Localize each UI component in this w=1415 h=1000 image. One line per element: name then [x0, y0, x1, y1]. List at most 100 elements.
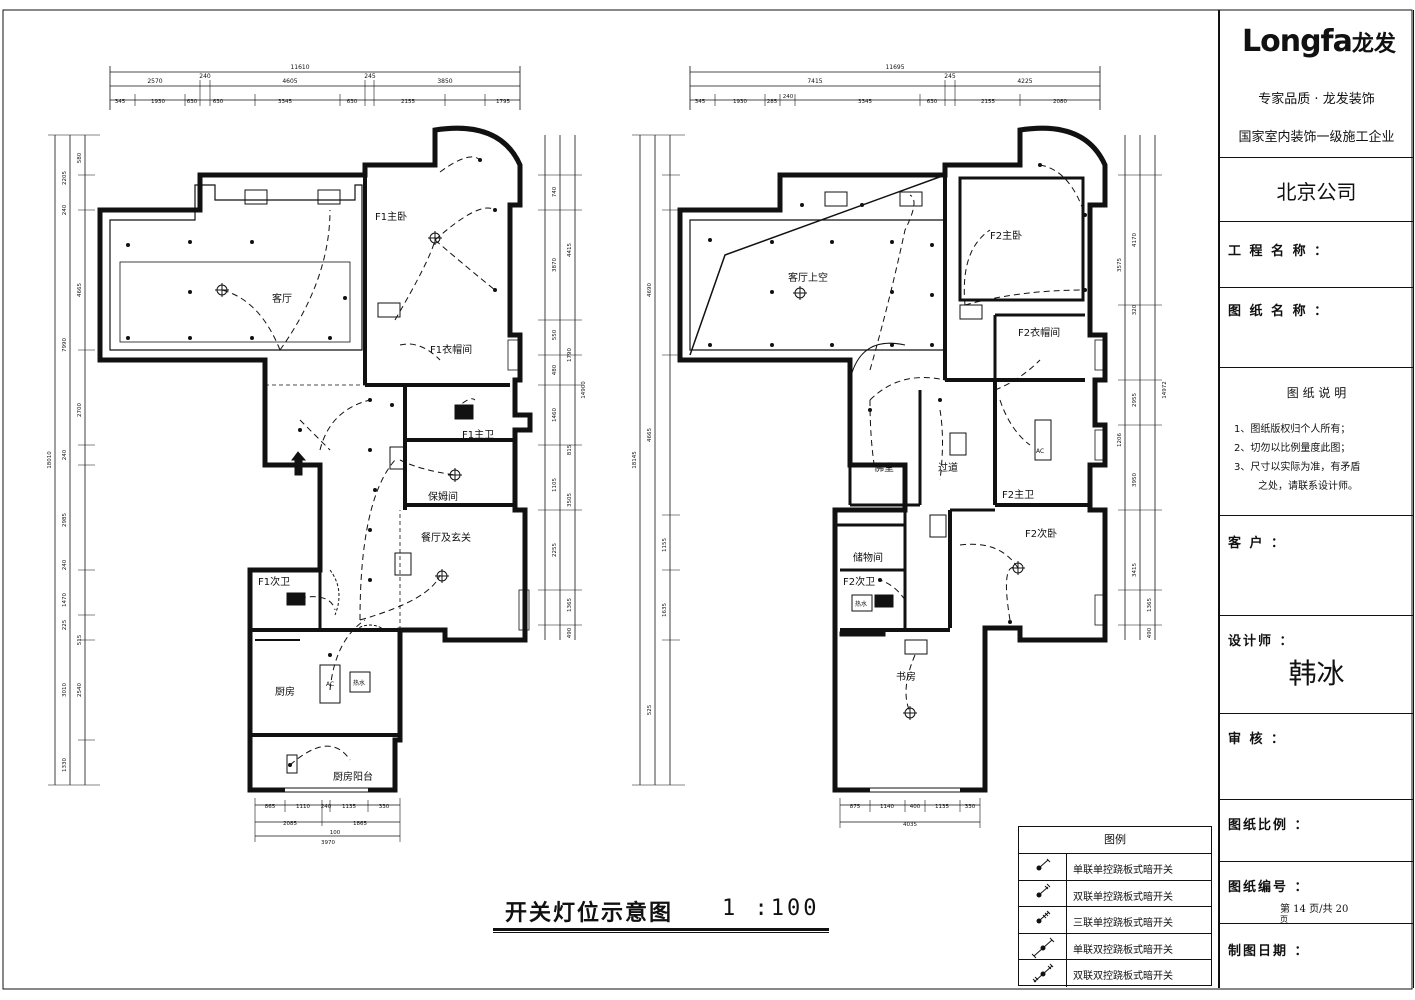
room-f1-master-bath: F1主卫: [462, 429, 494, 441]
svg-text:1930: 1930: [733, 99, 747, 105]
svg-text:285: 285: [767, 99, 778, 105]
legend: 图例 单联单控跷板式暗开关 双联单控跷板式暗开关 三联单控跷板式暗开关: [1018, 826, 1212, 987]
svg-text:240: 240: [783, 94, 794, 100]
svg-text:3345: 3345: [858, 99, 872, 105]
single-gang-single-control-switch-icon: [1036, 858, 1051, 871]
svg-text:630: 630: [347, 99, 358, 105]
svg-text:18010: 18010: [47, 451, 53, 469]
project-name-cell: 工 程 名 称 ：: [1220, 222, 1413, 288]
svg-text:3010: 3010: [62, 683, 68, 697]
svg-text:11695: 11695: [885, 64, 904, 71]
drawing-title: 开关灯位示意图: [505, 901, 674, 926]
notes-title: 图 纸 说 明: [1286, 386, 1347, 400]
svg-text:240: 240: [62, 204, 68, 215]
page-suffix: 页: [1280, 915, 1288, 924]
svg-text:4605: 4605: [282, 78, 297, 85]
company-logo: Longfa龙发: [1242, 24, 1396, 59]
svg-text:865: 865: [265, 804, 276, 810]
svg-text:4035: 4035: [903, 822, 917, 828]
svg-text:2955: 2955: [1132, 393, 1138, 407]
ceiling-light-icon: [448, 468, 462, 482]
svg-text:3415: 3415: [1132, 563, 1138, 577]
date-label: 制图日期 ：: [1228, 944, 1310, 959]
company-branch-cell: 北京公司: [1220, 158, 1413, 222]
svg-text:1470: 1470: [62, 593, 68, 607]
svg-text:3850: 3850: [437, 78, 452, 85]
svg-text:2540: 2540: [77, 683, 83, 697]
svg-text:2085: 2085: [283, 821, 297, 827]
svg-text:1865: 1865: [353, 821, 367, 827]
plan1-floor: [48, 66, 582, 842]
ceiling-light-icon: [428, 231, 442, 245]
ceiling-light-icon: [435, 569, 449, 583]
plan2-dimension-labels: 11695 7415 245 4225 345 1930 285 240 334…: [632, 64, 1168, 828]
svg-text:630: 630: [213, 99, 224, 105]
room-dining: 餐厅及玄关: [421, 531, 471, 544]
legend-item: 双联双控跷板式暗开关: [1019, 960, 1211, 987]
scale-cell: 图纸比例 ：: [1220, 800, 1413, 862]
svg-text:320: 320: [1132, 304, 1138, 315]
ceiling-light-icon: [215, 283, 229, 297]
svg-text:热水: 热水: [353, 679, 365, 687]
company-qualification: 国家室内装饰一级施工企业: [1238, 130, 1395, 145]
svg-text:1460: 1460: [552, 408, 558, 422]
svg-text:2255: 2255: [552, 543, 558, 557]
title-underline-thin: [493, 932, 829, 933]
room-buddha: 佛堂: [874, 461, 894, 474]
svg-text:2155: 2155: [401, 99, 415, 105]
svg-text:4225: 4225: [1017, 78, 1032, 85]
reviewer-label: 审 核 ：: [1228, 732, 1287, 747]
legend-item: 单联双控跷板式暗开关: [1019, 933, 1211, 961]
svg-text:4690: 4690: [647, 283, 653, 297]
svg-text:240: 240: [321, 804, 332, 810]
svg-text:7415: 7415: [807, 78, 822, 85]
svg-text:1105: 1105: [552, 478, 558, 492]
svg-text:14900: 14900: [581, 381, 587, 399]
svg-text:245: 245: [364, 73, 376, 80]
ceiling-light-icon: [793, 286, 807, 300]
svg-text:7990: 7990: [62, 338, 68, 352]
legend-item: 单联单控跷板式暗开关: [1019, 854, 1211, 881]
svg-text:18145: 18145: [632, 451, 638, 469]
svg-text:1365: 1365: [1147, 598, 1153, 612]
drawing-name-cell: 图 纸 名 称 ：: [1220, 288, 1413, 368]
designer-cell: 设计师 ： 韩冰: [1220, 616, 1413, 714]
sheet-border: [2, 9, 1413, 990]
svg-text:525: 525: [647, 704, 653, 715]
project-name-label: 工 程 名 称 ：: [1228, 244, 1330, 259]
svg-text:14972: 14972: [1162, 381, 1168, 399]
room-kitchen-balcony: 厨房阳台: [333, 770, 373, 783]
double-gang-single-control-switch-icon: [1036, 883, 1051, 898]
svg-text:240: 240: [62, 449, 68, 460]
svg-text:1155: 1155: [662, 538, 668, 552]
svg-text:225: 225: [62, 619, 68, 630]
svg-text:1930: 1930: [151, 99, 165, 105]
room-f1-second-bath: F1次卫: [258, 575, 290, 588]
svg-text:AC: AC: [1036, 448, 1044, 455]
svg-text:740: 740: [552, 186, 558, 197]
svg-text:2080: 2080: [1053, 99, 1067, 105]
svg-text:3575: 3575: [1117, 258, 1123, 272]
room-living: 客厅: [272, 292, 292, 305]
svg-text:490: 490: [1147, 627, 1153, 638]
svg-text:815: 815: [567, 444, 573, 455]
number-cell: 图纸编号 ： 第 14 页/共 20 页: [1220, 862, 1413, 924]
title-underline: [493, 928, 829, 931]
svg-text:3505: 3505: [567, 493, 573, 507]
svg-text:2155: 2155: [981, 99, 995, 105]
room-living-void: 客厅上空: [788, 271, 828, 284]
room-kitchen: 厨房: [275, 685, 295, 698]
company-branch: 北京公司: [1276, 180, 1357, 204]
svg-text:330: 330: [965, 804, 976, 810]
drawing-name-label: 图 纸 名 称 ：: [1228, 304, 1330, 319]
svg-text:热水: 热水: [855, 600, 867, 608]
svg-text:3950: 3950: [1132, 473, 1138, 487]
svg-text:1135: 1135: [935, 804, 949, 810]
triple-gang-single-control-switch-icon: [1036, 910, 1051, 924]
ceiling-light-icon: [903, 706, 917, 720]
designer-label: 设计师 ：: [1228, 634, 1295, 649]
double-gang-double-control-switch-icon: [1032, 964, 1054, 983]
svg-text:1140: 1140: [880, 804, 894, 810]
svg-text:100: 100: [330, 830, 341, 836]
